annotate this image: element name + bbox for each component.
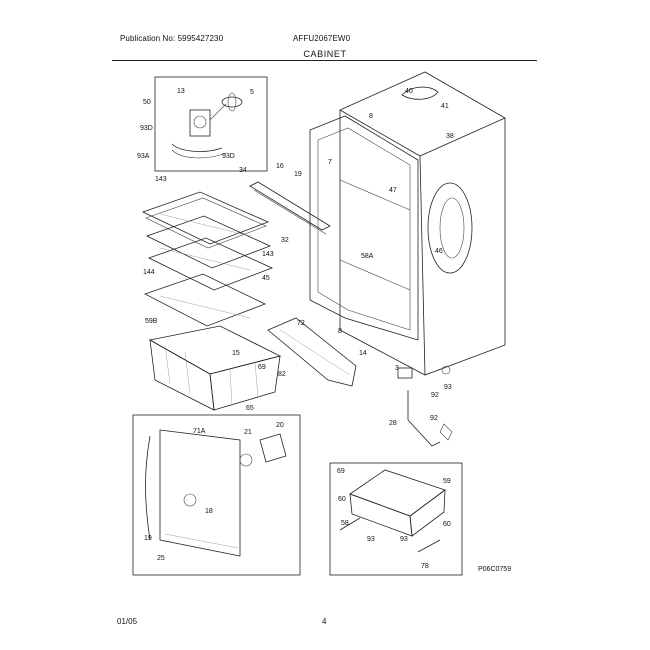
- callout: 60: [338, 496, 346, 503]
- callout: 93: [367, 536, 375, 543]
- art-reference-code: P06C0759: [478, 566, 511, 573]
- publication-number: Publication No: 5995427230: [120, 34, 224, 43]
- basket-parts: [339, 469, 446, 553]
- callout: 92: [431, 392, 439, 399]
- basket-parts-inset-box: [329, 462, 463, 576]
- callout: 78: [421, 563, 429, 570]
- callout: 143: [155, 176, 167, 183]
- callout: 46: [435, 248, 443, 255]
- header-rule: [112, 60, 537, 61]
- callout: 13: [177, 88, 185, 95]
- callout: 72: [297, 320, 305, 327]
- fan-motor-inset-box: [154, 76, 268, 172]
- shelf-stack: [141, 191, 274, 327]
- callout: 8: [369, 113, 373, 120]
- freezer-basket: [148, 325, 282, 411]
- footer-date: 01/05: [117, 617, 138, 626]
- callout: 32: [281, 237, 289, 244]
- back-panel-assembly: [145, 429, 287, 557]
- callout: 58A: [361, 253, 374, 260]
- cabinet-body: [309, 71, 506, 376]
- model-number: AFFU2067EW0: [293, 34, 351, 43]
- callout: 18: [205, 508, 213, 515]
- callout: 7: [328, 159, 332, 166]
- callout: 19: [294, 171, 302, 178]
- page-number: 4: [322, 617, 327, 626]
- callout: 28: [389, 420, 397, 427]
- callout: 3: [395, 365, 399, 372]
- callout: 45: [262, 275, 270, 282]
- callout: 5: [250, 89, 254, 96]
- callout: 50: [143, 99, 151, 106]
- back-panel-inset-box: [132, 414, 301, 576]
- callout: 59: [443, 478, 451, 485]
- callout: 60: [443, 521, 451, 528]
- callout: 59B: [145, 318, 158, 325]
- callout: 19: [144, 535, 152, 542]
- callout: 16: [276, 163, 284, 170]
- callout: 47: [389, 187, 397, 194]
- drain-assembly: [397, 365, 453, 447]
- callout: 20: [276, 422, 284, 429]
- callout: 143: [262, 251, 274, 258]
- kick-plate: [267, 317, 357, 387]
- callout: 15: [232, 350, 240, 357]
- callout-labels: 13 5 50 93D 93A 93D 16 19 34 143 143 45 …: [137, 88, 454, 570]
- callout: 40: [405, 88, 413, 95]
- callout: 38: [446, 133, 454, 140]
- callout: 82: [278, 371, 286, 378]
- callout: 93: [400, 536, 408, 543]
- callout: 69: [258, 364, 266, 371]
- callout: 71A: [193, 428, 206, 435]
- callout: 69: [337, 468, 345, 475]
- callout: 93: [444, 384, 452, 391]
- callout: 58: [341, 520, 349, 527]
- callout: 93A: [137, 153, 150, 160]
- callout: 41: [441, 103, 449, 110]
- callout: 25: [157, 555, 165, 562]
- callout: 93D: [222, 153, 235, 160]
- callout: 144: [143, 269, 155, 276]
- shelf-rail: [249, 181, 331, 235]
- callout: 93D: [140, 125, 153, 132]
- fan-motor-assembly: [171, 92, 243, 159]
- callout: 8: [338, 328, 342, 335]
- callout: 65: [246, 405, 254, 412]
- callout: 92: [430, 415, 438, 422]
- callout: 21: [244, 429, 252, 436]
- callout: 14: [359, 350, 367, 357]
- callout: 34: [239, 167, 247, 174]
- section-title: CABINET: [303, 49, 347, 59]
